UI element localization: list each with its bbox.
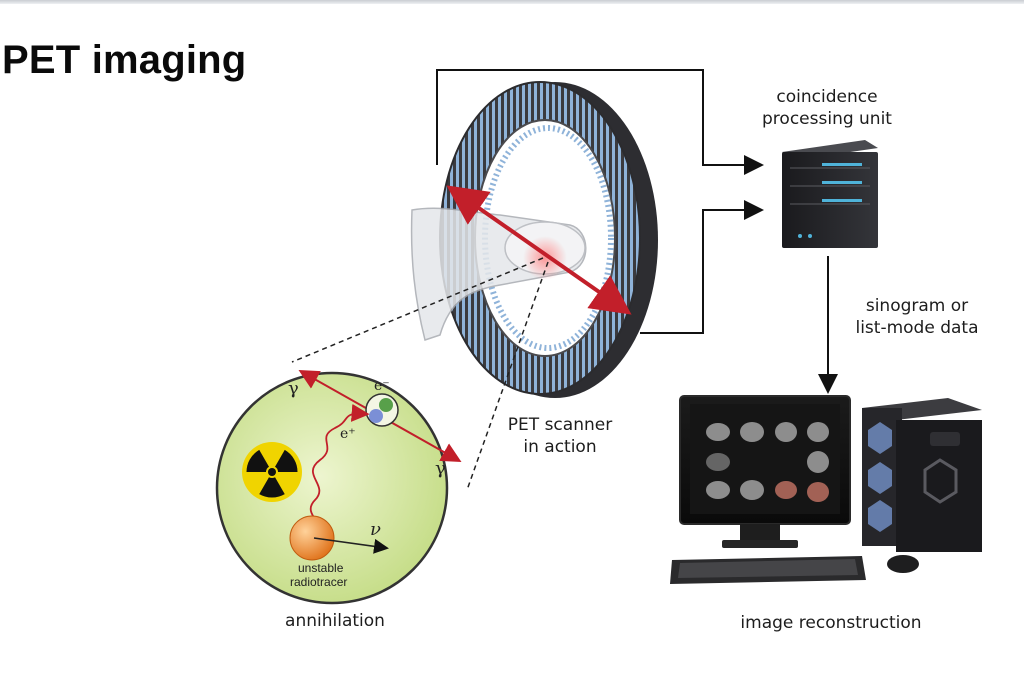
workstation-tower-icon bbox=[862, 398, 982, 552]
radiation-symbol-icon bbox=[242, 442, 302, 502]
window-top-edge bbox=[0, 0, 1024, 4]
radiotracer-label-line1: unstable bbox=[298, 561, 344, 575]
monitor-icon bbox=[679, 395, 851, 548]
keyboard-icon bbox=[670, 556, 866, 584]
reconstruction-label: image reconstruction bbox=[740, 613, 922, 633]
coincidence-unit-label: coincidence processing unit bbox=[762, 87, 892, 129]
zoom-line-lower bbox=[466, 261, 549, 491]
gamma-beam bbox=[446, 185, 632, 315]
signal-wire-bottom bbox=[640, 200, 764, 334]
mouse-icon bbox=[887, 555, 919, 573]
annihilation-label: annihilation bbox=[285, 611, 385, 631]
neutrino-symbol: ν bbox=[370, 519, 381, 540]
annihilation-cell: γ γ e⁻ e⁺ ν unstable radiotracer bbox=[215, 370, 462, 605]
signal-wire-top bbox=[436, 69, 764, 175]
gamma-symbol-upper: γ bbox=[288, 378, 299, 399]
radiotracer-sphere bbox=[289, 515, 335, 561]
positron-symbol: e⁺ bbox=[340, 426, 356, 442]
gamma-symbol-lower: γ bbox=[435, 458, 446, 479]
radiotracer-label-line2: radiotracer bbox=[290, 575, 347, 589]
page-title: PET imaging bbox=[2, 38, 247, 82]
scanner-label: PET scanner in action bbox=[507, 415, 613, 457]
server-icon bbox=[782, 140, 878, 248]
zoom-line-upper bbox=[291, 257, 544, 363]
positron-path bbox=[309, 403, 370, 539]
sinogram-label: sinogram or list-mode data bbox=[855, 296, 979, 338]
electron-symbol: e⁻ bbox=[374, 378, 390, 394]
